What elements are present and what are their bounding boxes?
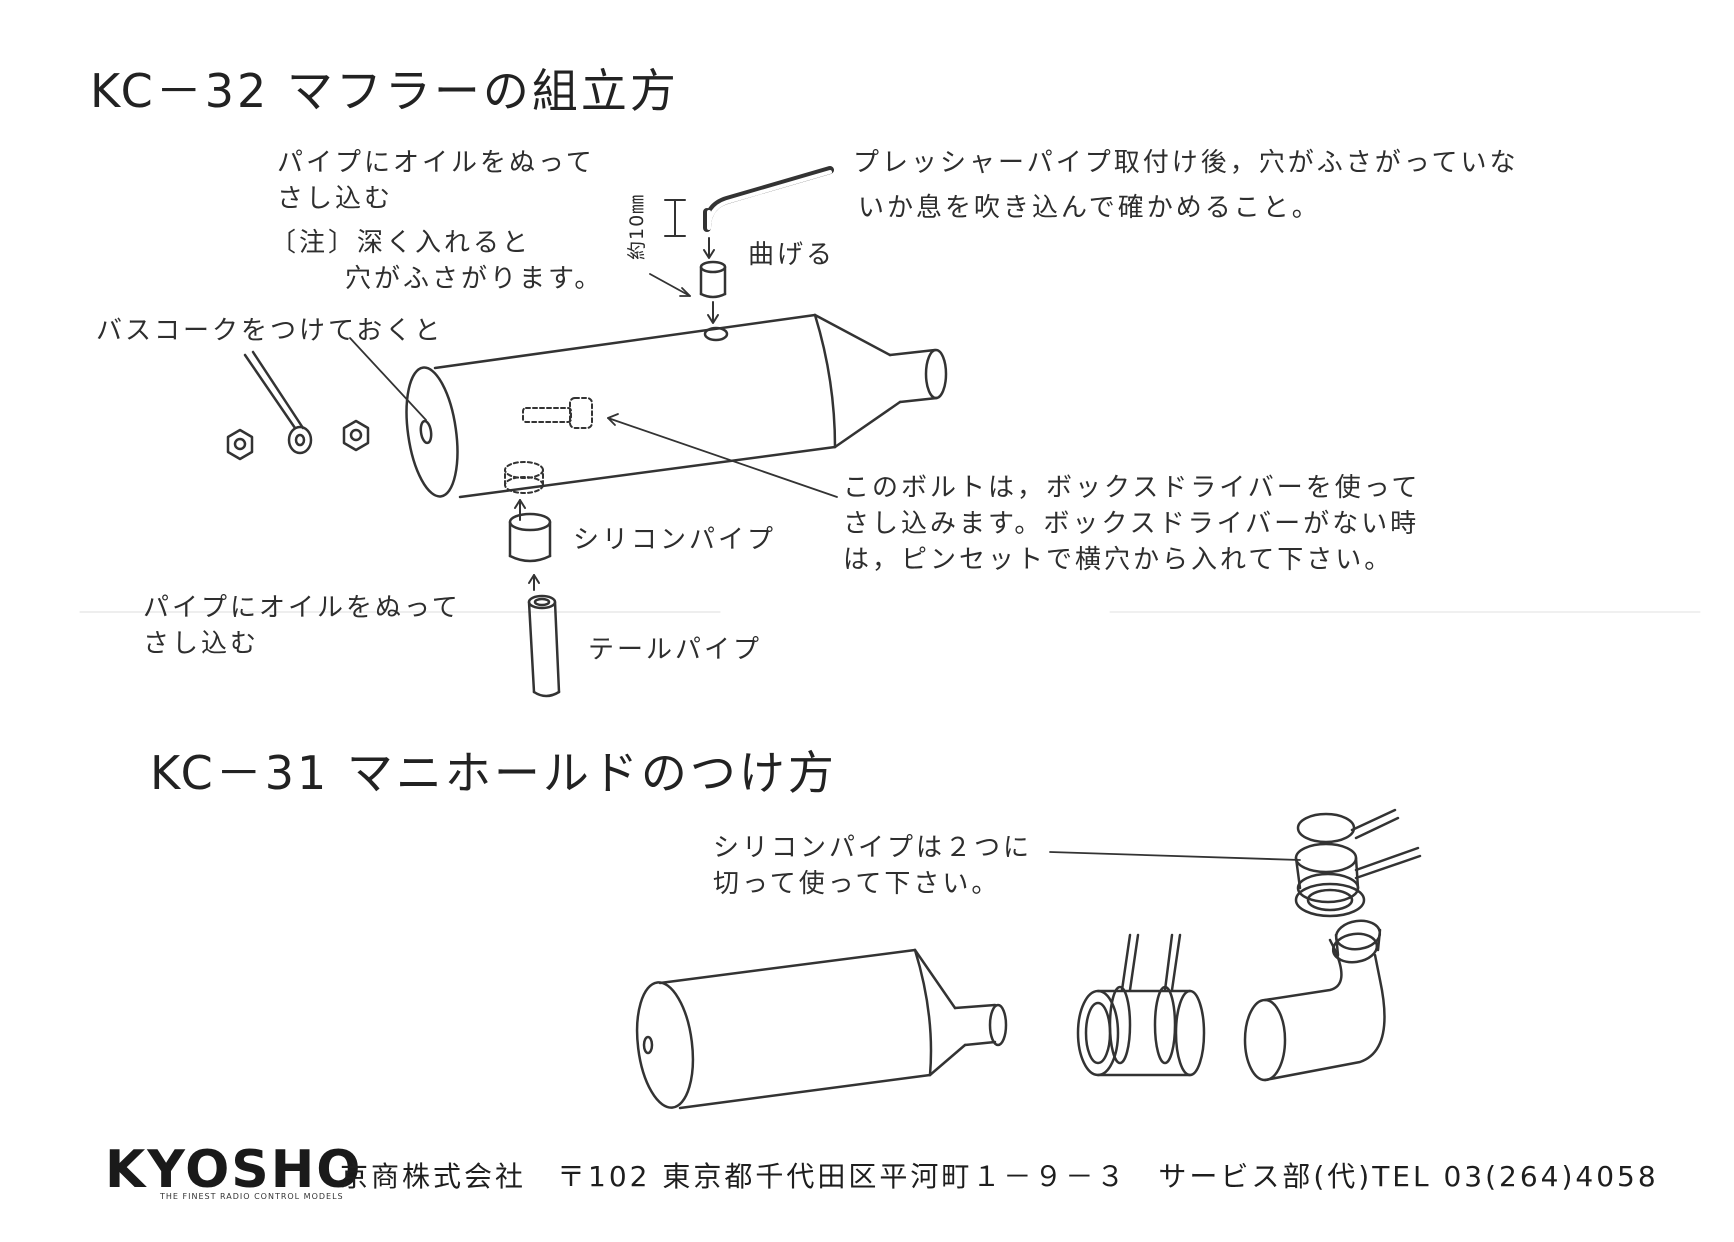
- silicon-cut-note-2: 切って使って下さい。: [713, 869, 1001, 899]
- pipe-oil-label-bottom-2: さし込む: [143, 629, 260, 659]
- pipe-oil-label-top-2: さし込む: [277, 184, 394, 214]
- kyosho-tagline: THE FINEST RADIO CONTROL MODELS: [160, 1192, 344, 1201]
- silicon-pipe: [508, 499, 552, 591]
- muffler-kc32: [405, 313, 948, 499]
- bolt-note-1: このボルトは，ボックスドライバーを使って: [843, 473, 1421, 503]
- bathcoke-label: バスコークをつけておくと: [96, 316, 444, 346]
- nipple: [699, 260, 727, 299]
- bend-label: 曲げる: [748, 240, 836, 270]
- clamped-coupler: [1076, 933, 1206, 1077]
- company-address: 京商株式会社 〒102 東京都千代田区平河町１－９－３ サービス部(代)TEL …: [340, 1160, 1659, 1193]
- pipe-oil-label-top: パイプにオイルをぬって: [277, 148, 595, 178]
- bolt-note-3: は，ピンセットで横穴から入れて下さい。: [843, 545, 1394, 575]
- length-label: 約10㎜: [626, 193, 648, 260]
- silicon-cut-note-1: シリコンパイプは２つに: [713, 833, 1033, 863]
- bolt-note-2: さし込みます。ボックスドライバーがない時: [843, 509, 1420, 539]
- note-label-2: 穴がふさがります。: [345, 264, 604, 294]
- nuts-washer: [226, 350, 370, 461]
- elbow-manifold: [1243, 919, 1386, 1082]
- pressure-pipe: [703, 166, 834, 232]
- tail-pipe: [527, 594, 561, 698]
- pressure-note-2: いか息を吹き込んで確かめること。: [858, 193, 1321, 223]
- pressure-note-1: プレッシャーパイプ取付け後，穴がふさがっていな: [853, 148, 1519, 178]
- kc31-title: KC－31 マニホールドのつけ方: [150, 746, 837, 800]
- silicon-pipe-label: シリコンパイプ: [573, 525, 777, 555]
- kyosho-logo: KYOSHO: [105, 1140, 363, 1200]
- clamped-silicon-pipe-top: [1294, 808, 1422, 918]
- tail-pipe-label: テールパイプ: [588, 635, 763, 665]
- kc32-title: KC－32 マフラーの組立方: [90, 64, 679, 118]
- muffler-kc31: [635, 948, 1008, 1110]
- pipe-oil-label-bottom: パイプにオイルをぬって: [143, 593, 461, 623]
- note-label: 〔注〕深く入れると: [270, 228, 532, 258]
